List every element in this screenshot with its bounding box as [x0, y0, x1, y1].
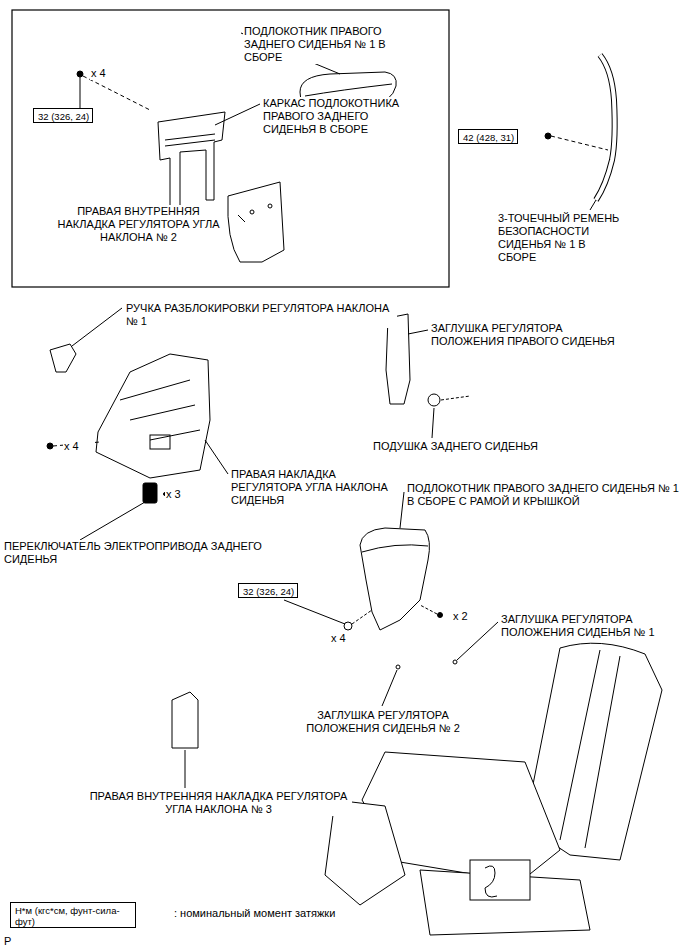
part-label: ПОДЛОКОТНИК ПРАВОГО ЗАДНЕГО СИДЕНЬЯ № 1 …	[243, 25, 405, 64]
quantity-label: x 3	[165, 488, 197, 501]
switch-part	[143, 483, 157, 503]
trim-detail	[120, 380, 200, 440]
part-label: ПОДУШКА ЗАДНЕГО СИДЕНЬЯ	[372, 440, 574, 453]
bolt	[77, 71, 83, 77]
armrest-part	[360, 528, 429, 630]
belt-part	[596, 55, 615, 200]
leader-line	[400, 492, 404, 528]
bolt	[47, 443, 53, 449]
leader-line	[72, 308, 122, 346]
bolt-leader	[551, 136, 608, 150]
frame-detail	[165, 134, 215, 146]
part-label: ПОДЛОКОТНИК ПРАВОГО ЗАДНЕГО СИДЕНЬЯ № 1 …	[406, 482, 688, 508]
nut	[344, 622, 352, 630]
seat-panel	[470, 860, 530, 900]
part-label: КАРКАС ПОДЛОКОТНИКА ПРАВОГО ЗАДНЕГО СИДЕ…	[262, 97, 424, 136]
leader-line	[238, 215, 245, 222]
quantity-label: x 4	[63, 440, 95, 453]
part-label: ПЕРЕКЛЮЧАТЕЛЬ ЭЛЕКТРОПРИВОДА ЗАДНЕГО СИД…	[3, 540, 267, 566]
bolt-leader	[83, 76, 150, 110]
leader-line	[205, 440, 228, 474]
unit-text: Н*м (кгс*см, фунт-сила-фут)	[15, 905, 133, 927]
trim-part	[172, 692, 198, 748]
part-label: ЗАГЛУШКА РЕГУЛЯТОРА ПОЛОЖЕНИЯ ПРАВОГО СИ…	[430, 322, 637, 348]
part-label: 3-ТОЧЕЧНЫЙ РЕМЕНЬ БЕЗОПАСНОСТИ СИДЕНЬЯ №…	[497, 212, 627, 264]
leader-line	[457, 622, 498, 660]
leader-line	[215, 104, 260, 125]
page-mark: P	[3, 935, 25, 948]
plug-part	[396, 665, 400, 669]
torque-value: 42 (428, 31)	[463, 132, 513, 143]
seat-detail	[560, 650, 620, 848]
seat-detail	[485, 866, 497, 897]
group-frame	[12, 10, 449, 287]
armrest-edge	[305, 84, 392, 96]
frame-part	[158, 112, 225, 212]
belt-part	[596, 55, 615, 200]
torque-box: 32 (326, 24)	[33, 108, 93, 123]
part-label: ЗАГЛУШКА РЕГУЛЯТОРА ПОЛОЖЕНИЯ СИДЕНЬЯ № …	[500, 613, 687, 639]
bolt	[438, 613, 443, 618]
torque-value: 32 (326, 24)	[243, 586, 293, 597]
leader-line	[185, 750, 186, 788]
nut-leader	[352, 610, 372, 624]
torque-value: 32 (326, 24)	[38, 111, 88, 122]
part-label: РУЧКА РАЗБЛОКИРОВКИ РЕГУЛЯТОРА НАКЛОНА №…	[125, 302, 397, 328]
armrest-edge	[362, 545, 428, 552]
part-label: ПРАВАЯ НАКЛАДКА РЕГУЛЯТОРА УГЛА НАКЛОНА …	[230, 468, 397, 507]
quantity-label: x 2	[452, 610, 484, 623]
leader-line	[432, 408, 434, 438]
washer-part	[428, 394, 440, 406]
legend-note: : номинальный момент затяжки	[173, 907, 375, 920]
part-label: ЗАГЛУШКА РЕГУЛЯТОРА ПОЛОЖЕНИЯ СИДЕНЬЯ № …	[292, 709, 474, 735]
leader-line	[80, 77, 81, 108]
leader-line	[284, 600, 345, 624]
leader-line	[408, 330, 428, 334]
quantity-label: x 4	[90, 67, 122, 80]
quantity-label: x 4	[330, 632, 362, 645]
hole	[268, 204, 272, 208]
part-label: ПРАВАЯ ВНУТРЕННЯЯ НАКЛАДКА РЕГУЛЯТОРА УГ…	[50, 205, 227, 244]
torque-box: 42 (428, 31)	[458, 129, 518, 144]
switch-hole	[150, 435, 170, 449]
leader-line	[590, 200, 596, 210]
leader-line	[382, 670, 397, 706]
unit-legend-box: Н*м (кгс*см, фунт-сила-фут)	[10, 902, 136, 928]
plug-part	[453, 660, 457, 664]
leader-line	[80, 502, 145, 540]
trim-part	[96, 354, 210, 478]
torque-box: 32 (326, 24)	[238, 583, 298, 598]
bolt-leader	[420, 605, 437, 614]
knob-part	[50, 344, 76, 372]
trim-part	[228, 182, 284, 262]
bolt	[545, 133, 551, 139]
screw-leader	[441, 396, 470, 400]
part-label: ПРАВАЯ ВНУТРЕННЯЯ НАКЛАДКА РЕГУЛЯТОРА УГ…	[85, 790, 352, 816]
hole	[250, 210, 254, 214]
